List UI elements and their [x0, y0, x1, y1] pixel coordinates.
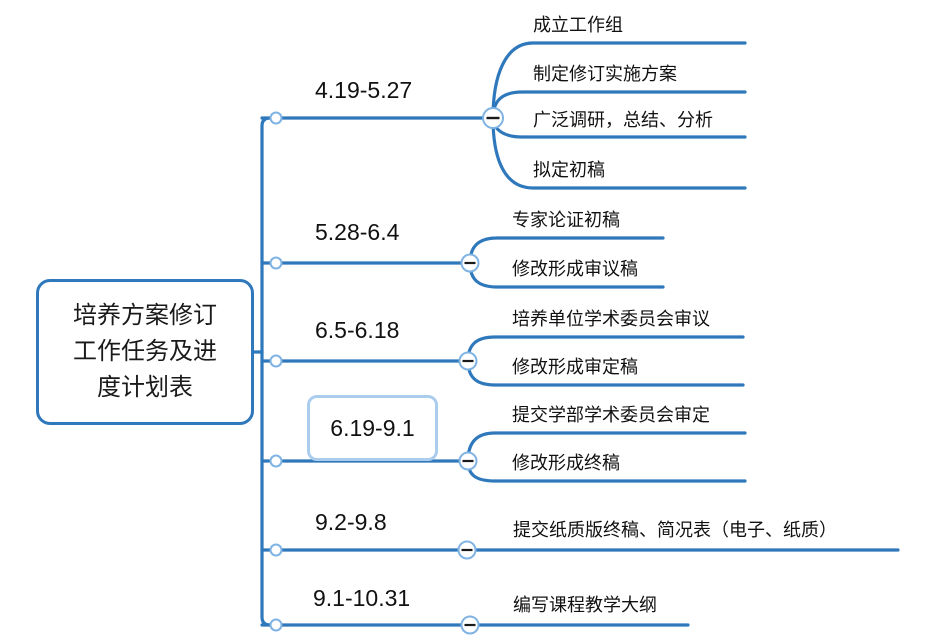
- branch-3-label-selected[interactable]: 6.19-9.1: [307, 395, 438, 461]
- collapse-button-branch-2[interactable]: [458, 351, 478, 371]
- leaf-2-0-label[interactable]: 培养单位学术委员会审议: [512, 309, 710, 329]
- leaf-0-0-label[interactable]: 成立工作组: [533, 15, 623, 35]
- leaf-1-1-label[interactable]: 修改形成审议稿: [512, 259, 638, 279]
- collapse-button-branch-5[interactable]: [460, 615, 480, 635]
- leaf-0-3-line: [491, 116, 747, 190]
- branch-4-anchor-dot: [269, 543, 283, 557]
- collapse-button-branch-0[interactable]: [482, 107, 504, 129]
- collapse-button-branch-3[interactable]: [458, 451, 478, 471]
- branch-4-label[interactable]: 9.2-9.8: [315, 509, 387, 535]
- branch-2-anchor-dot: [269, 354, 283, 368]
- branch-3-anchor-dot: [269, 454, 283, 468]
- branch-5-anchor-dot: [269, 618, 283, 632]
- leaf-0-3-label[interactable]: 拟定初稿: [533, 160, 605, 180]
- branch-0-label[interactable]: 4.19-5.27: [315, 77, 413, 103]
- root-topic[interactable]: 培养方案修订 工作任务及进 度计划表: [36, 279, 254, 425]
- leaf-0-1-label[interactable]: 制定修订实施方案: [533, 64, 677, 84]
- leaf-4-0-label[interactable]: 提交纸质版终稿、简况表（电子、纸质）: [513, 520, 837, 540]
- branch-5-label[interactable]: 9.1-10.31: [313, 585, 411, 611]
- leaf-0-2-label[interactable]: 广泛调研，总结、分析: [533, 110, 713, 130]
- anchor-dots: [269, 111, 283, 632]
- branch-2-label[interactable]: 6.5-6.18: [315, 317, 400, 343]
- collapse-button-branch-4[interactable]: [457, 540, 477, 560]
- collapse-button-branch-1[interactable]: [460, 253, 480, 273]
- collapse-buttons: [457, 107, 504, 635]
- leaf-5-0-label[interactable]: 编写课程教学大纲: [513, 595, 657, 615]
- leaf-2-1-label[interactable]: 修改形成审定稿: [512, 357, 638, 377]
- leaf-3-0-label[interactable]: 提交学部学术委员会审定: [512, 405, 710, 425]
- leaf-1-0-label[interactable]: 专家论证初稿: [512, 210, 620, 230]
- branch-1-anchor-dot: [269, 256, 283, 270]
- leaf-3-1-label[interactable]: 修改形成终稿: [512, 453, 620, 473]
- branch-0-anchor-dot: [269, 111, 283, 125]
- branch-1-label[interactable]: 5.28-6.4: [315, 219, 400, 245]
- leaf-0-0-line: [491, 41, 747, 120]
